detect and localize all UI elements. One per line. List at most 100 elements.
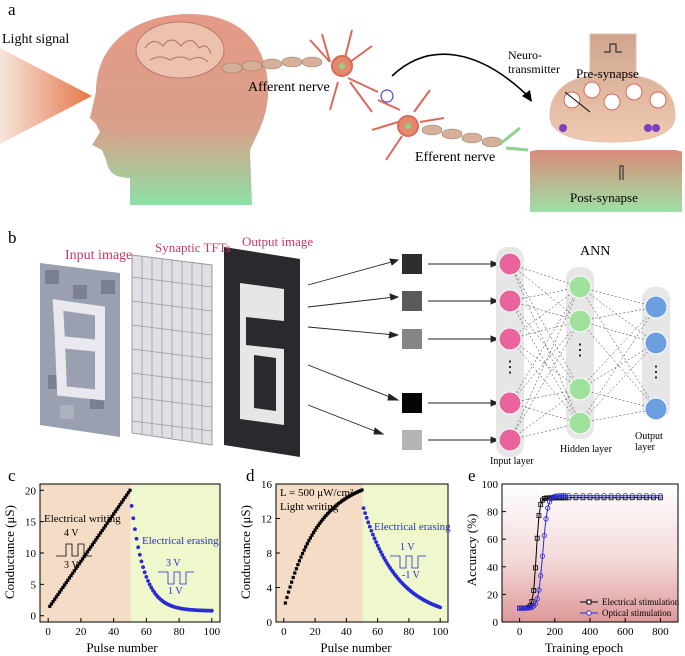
data-point: [293, 571, 297, 575]
data-point: [67, 576, 72, 580]
data-point: [121, 498, 126, 502]
data-point: [311, 530, 316, 535]
panel-a-letter: a: [8, 0, 16, 19]
ann-network: ⋮⋮⋮: [496, 247, 670, 457]
data-point: [80, 557, 85, 561]
erasing-region: [362, 484, 448, 622]
data-point: [573, 493, 579, 499]
data-point: [541, 532, 547, 539]
data-point: [76, 564, 80, 568]
data-point: [377, 546, 382, 551]
ann-edge: [579, 306, 657, 424]
data-point: [378, 549, 383, 554]
y-tick-label: 15: [25, 517, 37, 529]
data-point: [107, 519, 111, 523]
ann-node: [568, 411, 592, 435]
data-point: [367, 524, 372, 529]
data-point: [316, 523, 320, 528]
ann-edge: [579, 408, 657, 424]
ann-edge: [509, 320, 581, 441]
data-point: [294, 567, 298, 571]
data-point: [308, 536, 312, 540]
data-point: [105, 521, 109, 526]
data-point: [286, 590, 291, 594]
ann-node: [568, 309, 592, 333]
data-point: [299, 555, 303, 559]
ann-node: [644, 295, 668, 319]
y-tick-label: 5: [31, 579, 37, 591]
data-point: [601, 493, 607, 499]
ann-edge: [579, 320, 657, 410]
y-tick-label: 60: [487, 534, 499, 546]
data-point: [615, 493, 621, 499]
legend-label: Optical stimulation: [602, 608, 672, 618]
writing-annotation-1: L = 500 μW/cm²: [280, 487, 354, 499]
data-point: [128, 488, 132, 492]
data-point: [66, 578, 70, 582]
x-tick-label: 60: [372, 626, 384, 638]
ann-node: [498, 428, 522, 452]
ann-node: [498, 289, 522, 313]
data-point: [94, 538, 98, 542]
legend-label: Electrical stimulation: [602, 597, 680, 607]
input-image-plane: [40, 263, 120, 437]
data-point: [518, 605, 524, 611]
y-tick-label: 10: [25, 548, 37, 560]
data-point: [538, 573, 544, 579]
data-point: [129, 504, 134, 508]
data-point: [123, 495, 127, 499]
neurotransmitter-label-1: Neuro-: [508, 48, 542, 62]
data-point: [297, 559, 302, 563]
erasing-voltage-high: 3 V: [166, 558, 181, 569]
data-point: [51, 599, 55, 604]
y-tick-label: 4: [267, 583, 273, 595]
data-point: [142, 570, 147, 575]
data-point: [131, 516, 136, 521]
data-point: [288, 585, 292, 589]
erasing-voltage-low: -1 V: [402, 570, 421, 581]
x-axis-label: Training epoch: [545, 640, 624, 655]
ann-edge: [579, 306, 657, 322]
data-point: [62, 583, 67, 587]
post-synapse-label: Post-synapse: [570, 190, 638, 205]
data-point: [300, 551, 305, 556]
ann-edge: [579, 306, 657, 390]
panel-d-letter: d: [246, 466, 255, 485]
x-axis-label: Pulse number: [86, 640, 158, 655]
data-point: [126, 491, 130, 495]
data-point: [115, 507, 119, 511]
ann-edge: [509, 388, 581, 441]
y-tick-label: 16: [261, 479, 273, 491]
erasing-region: [130, 484, 220, 622]
erasing-annotation: Electrical erasing: [142, 535, 219, 547]
panel-e-letter: e: [468, 466, 476, 485]
ann-node: [498, 391, 522, 415]
ann-edge: [509, 263, 581, 424]
y-tick-label: 40: [487, 562, 499, 574]
light-beam: [0, 48, 92, 144]
y-tick-label: 100: [482, 479, 499, 491]
x-tick-label: 0: [45, 626, 51, 638]
data-point: [84, 552, 88, 556]
ann-node: [644, 331, 668, 355]
data-point: [594, 493, 600, 499]
x-tick-label: 80: [403, 626, 415, 638]
data-point: [102, 526, 106, 530]
data-point: [64, 581, 68, 585]
zoom-arrow: [391, 53, 529, 97]
data-point: [318, 521, 322, 525]
data-point: [543, 516, 549, 522]
data-point: [622, 493, 628, 499]
x-tick-label: 400: [582, 626, 599, 638]
data-point: [516, 605, 523, 611]
x-tick-label: 80: [174, 626, 186, 638]
data-point: [74, 566, 78, 571]
x-tick-label: 0: [517, 626, 523, 638]
output-image-label: Output image: [242, 234, 314, 249]
data-point: [90, 543, 94, 547]
pixel-swatches: [402, 254, 422, 450]
neuron-icon: [309, 29, 379, 113]
data-point: [53, 597, 57, 601]
